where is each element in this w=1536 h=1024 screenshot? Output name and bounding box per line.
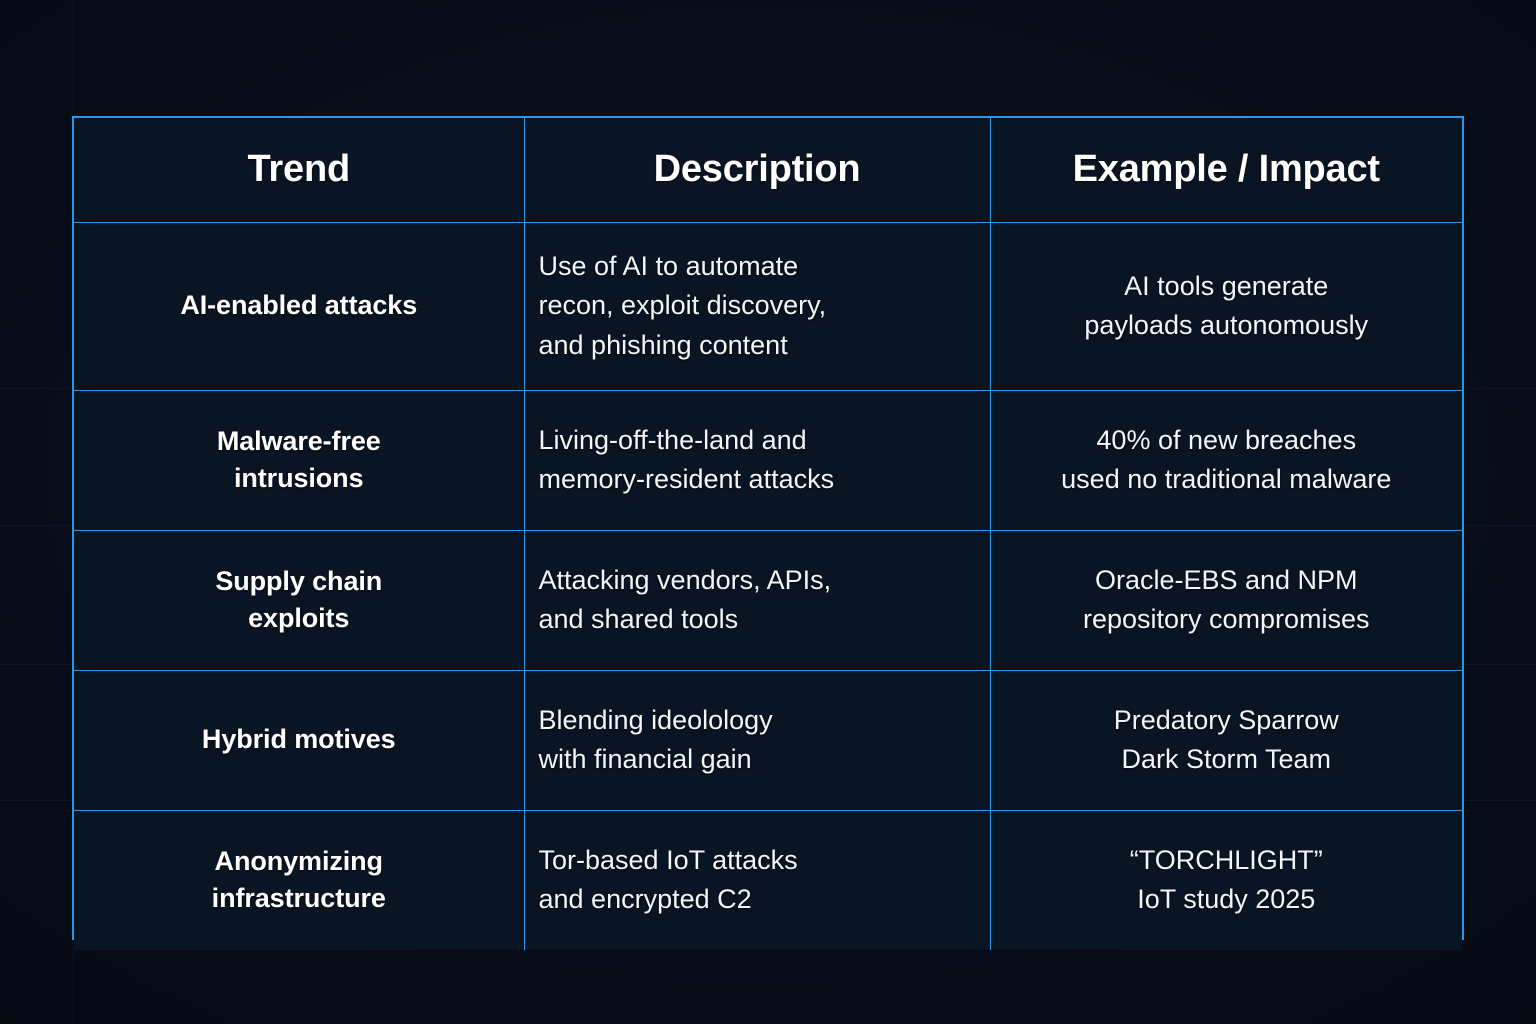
table-header: Trend Description Example / Impact bbox=[74, 118, 1462, 223]
table-body: AI-enabled attacks Use of AI to automate… bbox=[74, 221, 1462, 950]
cell-trend: Hybrid motives bbox=[74, 669, 525, 811]
text-line: “TORCHLIGHT” bbox=[1129, 844, 1323, 875]
column-header-trend: Trend bbox=[74, 118, 525, 223]
text-line: Oracle-EBS and NPM bbox=[1094, 564, 1358, 595]
table-row: Supply chain exploits Attacking vendors,… bbox=[74, 529, 1462, 671]
cell-example: 40% of new breaches used no traditional … bbox=[989, 389, 1462, 531]
text-line: AI tools generate bbox=[1124, 270, 1329, 301]
column-header-description: Description bbox=[523, 118, 991, 223]
text-line: with financial gain bbox=[538, 744, 752, 774]
cell-description: Use of AI to automate recon, exploit dis… bbox=[523, 221, 991, 391]
text-line: and encrypted C2 bbox=[538, 884, 752, 915]
cell-example: Oracle-EBS and NPM repository compromise… bbox=[989, 529, 1462, 671]
cell-trend: Malware-free intrusions bbox=[74, 389, 525, 531]
cell-trend: Anonymizing infrastructure bbox=[74, 809, 525, 950]
cell-example: AI tools generate payloads autonomously bbox=[989, 221, 1462, 391]
table-row: Malware-free intrusions Living-off-the-l… bbox=[74, 389, 1462, 531]
text-line: and phishing content bbox=[538, 329, 788, 360]
table-row: Anonymizing infrastructure Tor-based IoT… bbox=[74, 809, 1462, 950]
text-line: infrastructure bbox=[211, 883, 386, 914]
text-line: Living-off-the-land and bbox=[538, 424, 807, 455]
text-line: repository compromises bbox=[1082, 604, 1370, 634]
text-line: 40% of new breaches bbox=[1096, 424, 1357, 455]
text-line: and shared tools bbox=[538, 604, 739, 634]
text-line: Malware-free bbox=[216, 425, 381, 456]
text-line: Tor-based IoT attacks bbox=[538, 844, 798, 875]
text-line: payloads autonomously bbox=[1084, 310, 1369, 340]
cell-description: Living-off-the-land and memory-resident … bbox=[523, 389, 991, 531]
cell-example: “TORCHLIGHT” IoT study 2025 bbox=[989, 809, 1462, 950]
cell-trend: Supply chain exploits bbox=[74, 529, 525, 671]
cell-description: Blending ideolology with financial gain bbox=[523, 669, 991, 811]
text-line: Supply chain bbox=[215, 565, 383, 596]
text-line: used no traditional malware bbox=[1061, 464, 1392, 494]
text-line: intrusions bbox=[233, 463, 364, 493]
cybersecurity-trends-table: Trend Description Example / Impact AI-en… bbox=[74, 118, 1462, 950]
text-line: AI-enabled attacks bbox=[180, 290, 418, 321]
trends-table-container: Trend Description Example / Impact AI-en… bbox=[72, 116, 1464, 950]
text-line: Hybrid motives bbox=[201, 724, 396, 755]
text-line: Anonymizing bbox=[214, 846, 383, 876]
text-line: Dark Storm Team bbox=[1121, 744, 1332, 774]
text-line: exploits bbox=[248, 603, 350, 633]
table-row: AI-enabled attacks Use of AI to automate… bbox=[74, 221, 1462, 391]
text-line: memory-resident attacks bbox=[538, 464, 835, 494]
text-line: recon, exploit discovery, bbox=[538, 290, 827, 321]
text-line: Blending ideolology bbox=[538, 704, 773, 735]
text-line: Use of AI to automate bbox=[538, 250, 799, 281]
cell-trend: AI-enabled attacks bbox=[74, 221, 525, 391]
table-row: Hybrid motives Blending ideolology with … bbox=[74, 669, 1462, 811]
cell-example: Predatory Sparrow Dark Storm Team bbox=[989, 669, 1462, 811]
cell-description: Tor-based IoT attacks and encrypted C2 bbox=[523, 809, 991, 950]
text-line: IoT study 2025 bbox=[1137, 884, 1316, 915]
text-line: Attacking vendors, APIs, bbox=[538, 564, 832, 595]
table-header-row: Trend Description Example / Impact bbox=[74, 118, 1462, 223]
text-line: Predatory Sparrow bbox=[1113, 704, 1339, 735]
column-header-example: Example / Impact bbox=[989, 118, 1462, 223]
cell-description: Attacking vendors, APIs, and shared tool… bbox=[523, 529, 991, 671]
